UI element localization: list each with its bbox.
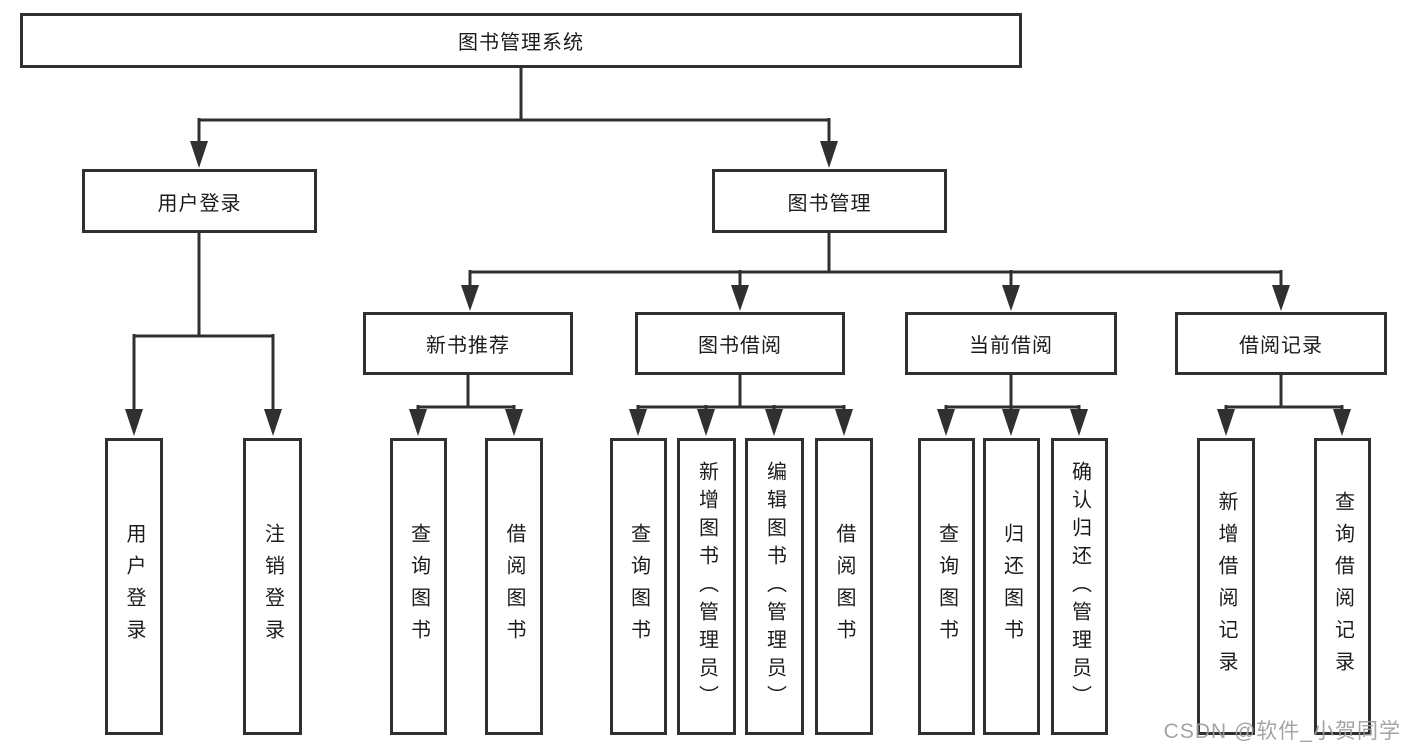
leaf-label: 新增借阅记录: [1215, 490, 1237, 683]
node-new-book-recommend: 新书推荐: [363, 312, 573, 375]
node-book-management: 图书管理: [712, 169, 947, 233]
leaf-label: 编辑图书（管理员）: [763, 460, 786, 713]
node-label: 新书推荐: [426, 335, 510, 357]
connector-user-login-to-leaves: [125, 233, 282, 436]
leaf-label: 注销登录: [261, 522, 284, 651]
leaf-label: 查询借阅记录: [1331, 490, 1354, 683]
arrowhead-icon: [937, 409, 955, 436]
connector-book-management-to-level3: [461, 233, 1290, 311]
arrowhead-icon: [765, 409, 783, 436]
arrowhead-icon: [1272, 285, 1290, 311]
connector-new-book-recommend-to-leaves: [409, 375, 523, 436]
leaf-user-login: 用户登录: [105, 438, 163, 735]
arrowhead-icon: [505, 409, 523, 436]
arrowhead-icon: [461, 285, 479, 311]
arrowhead-icon: [1002, 409, 1020, 436]
node-borrow-records: 借阅记录: [1175, 312, 1387, 375]
leaf-label: 新增图书（管理员）: [695, 460, 718, 713]
leaf-return-book: 归还图书: [983, 438, 1040, 735]
node-label: 当前借阅: [969, 335, 1053, 357]
arrowhead-icon: [409, 409, 427, 436]
leaf-label: 借阅图书: [503, 522, 525, 651]
node-current-borrow: 当前借阅: [905, 312, 1117, 375]
node-book-borrow: 图书借阅: [635, 312, 845, 375]
leaf-label: 用户登录: [123, 522, 145, 651]
connector-borrow-records-to-leaves: [1217, 375, 1351, 436]
leaf-add-book-admin: 新增图书（管理员）: [677, 438, 736, 735]
leaf-query-borrow-record: 查询借阅记录: [1314, 438, 1371, 735]
arrowhead-icon: [1217, 409, 1235, 436]
leaf-confirm-return-admin: 确认归还（管理员）: [1051, 438, 1108, 735]
arrowhead-icon: [820, 141, 838, 168]
leaf-query-book-2: 查询图书: [610, 438, 667, 735]
leaf-borrow-book-1: 借阅图书: [485, 438, 543, 735]
leaf-label: 查询图书: [935, 522, 958, 651]
node-root: 图书管理系统: [20, 13, 1022, 68]
leaf-query-book-1: 查询图书: [390, 438, 447, 735]
node-label: 图书管理: [787, 192, 872, 215]
leaf-query-book-3: 查询图书: [918, 438, 975, 735]
arrowhead-icon: [835, 409, 853, 436]
leaf-edit-book-admin: 编辑图书（管理员）: [745, 438, 804, 735]
arrowhead-icon: [697, 409, 715, 436]
node-user-login: 用户登录: [82, 169, 317, 233]
arrowhead-icon: [1333, 409, 1351, 436]
node-label: 图书借阅: [698, 335, 782, 357]
leaf-label: 归还图书: [1000, 522, 1023, 651]
arrowhead-icon: [731, 285, 749, 311]
leaf-borrow-book-2: 借阅图书: [815, 438, 873, 735]
arrowhead-icon: [1070, 409, 1088, 436]
leaf-label: 借阅图书: [833, 522, 855, 651]
connector-root-to-level2: [190, 68, 838, 168]
node-label: 借阅记录: [1239, 335, 1323, 357]
connector-current-borrow-to-leaves: [937, 375, 1088, 436]
arrowhead-icon: [125, 409, 143, 436]
leaf-label: 查询图书: [407, 522, 430, 651]
arrowhead-icon: [629, 409, 647, 436]
watermark: CSDN @软件_小贺同学: [1163, 720, 1401, 743]
leaf-add-borrow-record: 新增借阅记录: [1197, 438, 1255, 735]
arrowhead-icon: [264, 409, 282, 436]
leaf-label: 查询图书: [627, 522, 650, 651]
leaf-label: 确认归还（管理员）: [1068, 460, 1091, 713]
leaf-logout: 注销登录: [243, 438, 302, 735]
node-label: 用户登录: [157, 192, 242, 215]
node-root-label: 图书管理系统: [458, 32, 584, 54]
arrowhead-icon: [190, 141, 208, 168]
connector-book-borrow-to-leaves: [629, 375, 853, 436]
arrowhead-icon: [1002, 285, 1020, 311]
